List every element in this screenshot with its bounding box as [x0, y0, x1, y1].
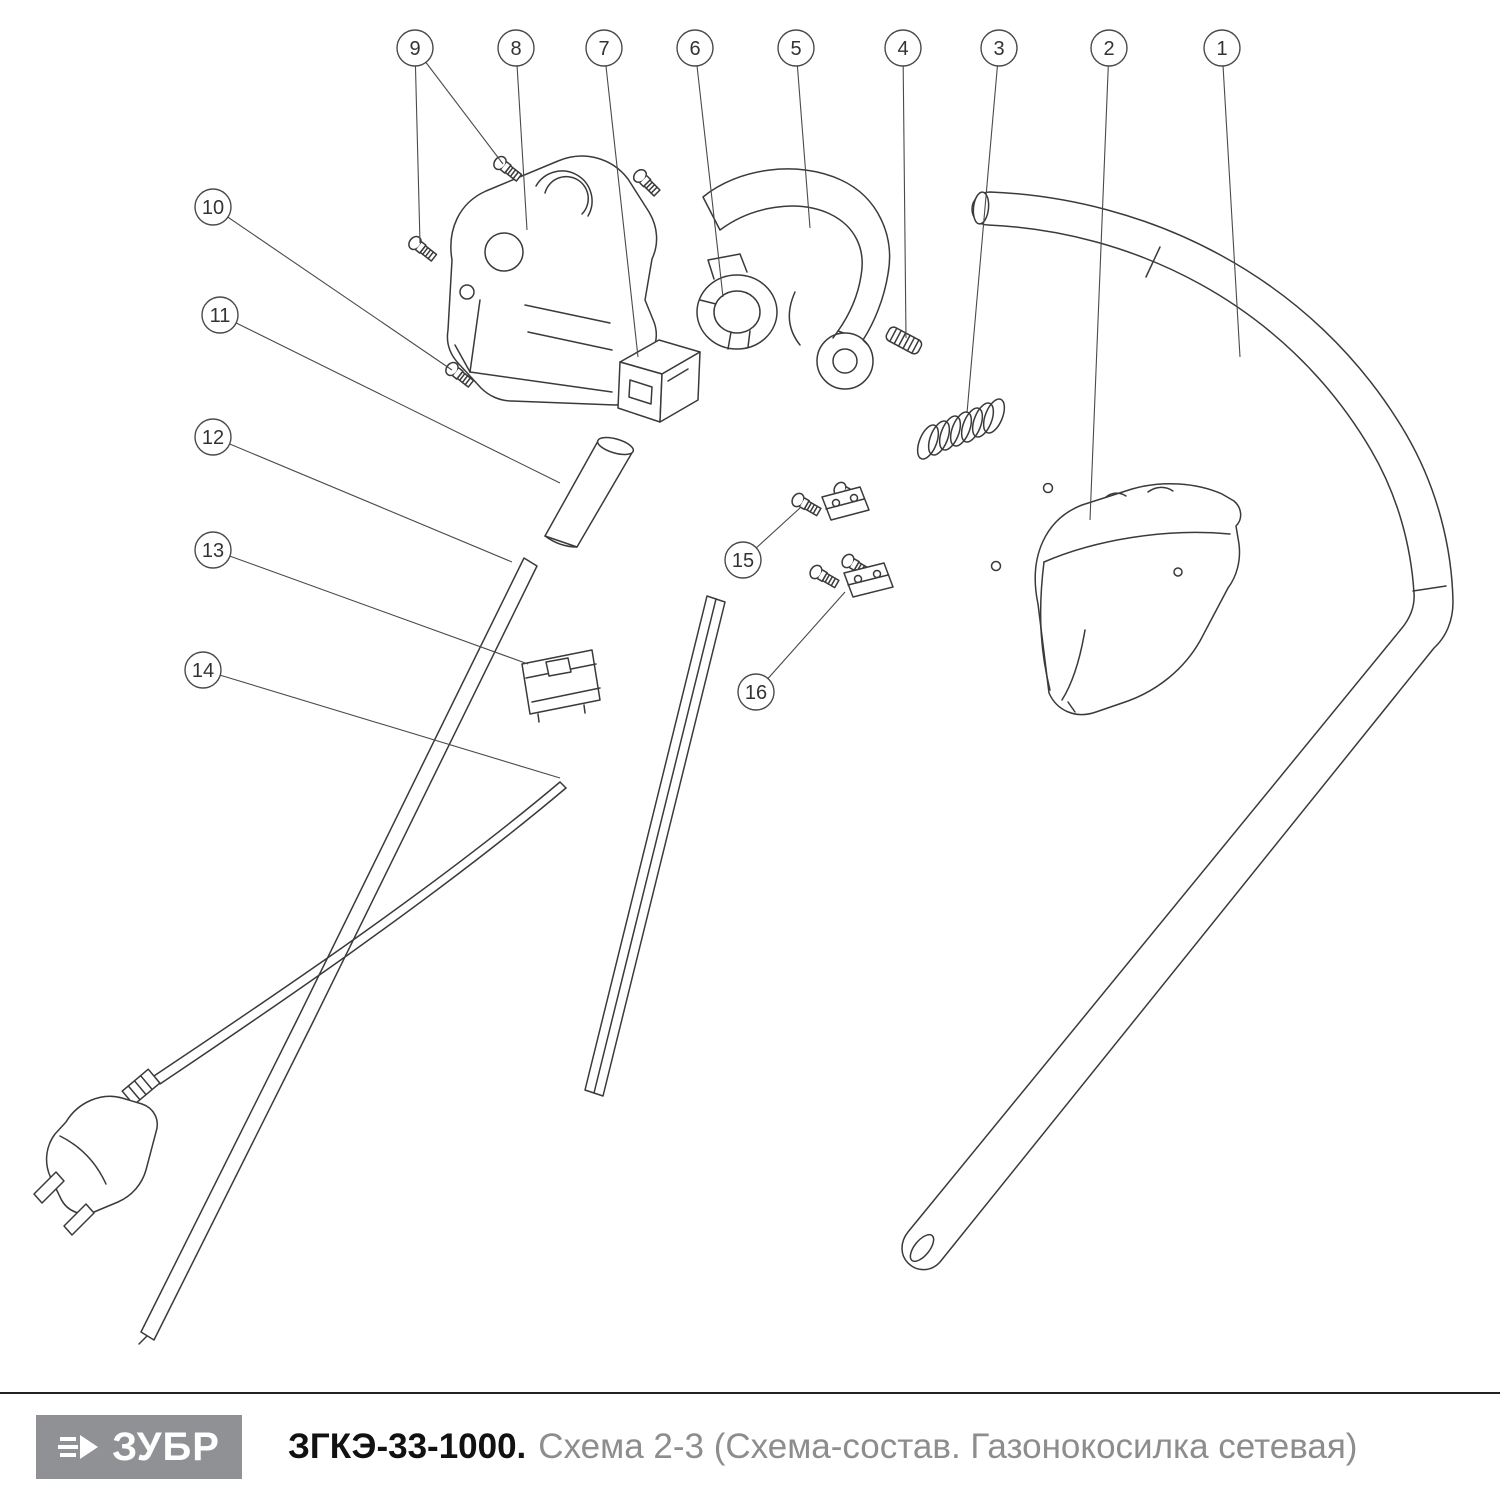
leader-line-10: [212, 206, 453, 371]
part-cable-clamp: [696, 253, 778, 350]
callout-15: 15: [724, 541, 762, 579]
parts-layer: [33, 153, 1454, 1345]
callout-number-11: 11: [210, 305, 231, 327]
callout-number-5: 5: [790, 38, 801, 60]
brand-name: ЗУБР: [112, 1425, 220, 1469]
callout-number-2: 2: [1103, 38, 1114, 60]
zubr-logo: ЗУБР: [36, 1415, 242, 1479]
part-upper-handle: [702, 168, 891, 390]
tube-mounting-holes: [990, 482, 1054, 572]
part-screw: [490, 153, 524, 185]
leader-line-16: [755, 591, 846, 693]
part-spring: [916, 398, 1006, 460]
callout-number-3: 3: [993, 38, 1004, 60]
plug-pin: [33, 1171, 65, 1204]
callout-number-15: 15: [732, 550, 754, 572]
part-switch-housing: [446, 155, 658, 406]
callout-12: 12: [194, 418, 232, 456]
part-cable-clip-b: [806, 551, 894, 598]
callout-7: 7: [585, 29, 623, 67]
part-switch-cover: [1034, 482, 1242, 716]
callout-8: 8: [497, 29, 535, 67]
part-handle-tube: [901, 191, 1454, 1271]
leader-line-2: [1089, 47, 1110, 521]
callout-number-10: 10: [202, 197, 224, 219]
part-sleeve: [544, 436, 635, 548]
callout-number-7: 7: [598, 38, 609, 60]
callout-circle-1: [1203, 29, 1241, 67]
callout-number-13: 13: [202, 540, 224, 562]
callout-number-6: 6: [689, 38, 700, 60]
callout-number-14: 14: [192, 660, 214, 682]
callout-16: 16: [737, 673, 775, 711]
caption-subtitle: Схема 2-3 (Схема-состав. Газонокосилка с…: [538, 1427, 1358, 1466]
callout-circle-2: [1090, 29, 1128, 67]
callout-circle-14: [184, 651, 222, 689]
callout-circle-3: [980, 29, 1018, 67]
leader-line-3: [966, 47, 1000, 414]
callout-number-1: 1: [1216, 38, 1227, 60]
part-middle-handle-rod: [584, 595, 726, 1097]
callout-9: 9: [396, 29, 434, 67]
leader-line-14: [202, 669, 561, 779]
callout-circle-15: [724, 541, 762, 579]
leader-line-7: [603, 47, 639, 358]
callout-circle-8: [497, 29, 535, 67]
callout-14: 14: [184, 651, 222, 689]
leader-line-6: [694, 47, 724, 298]
part-switch-block: [617, 339, 701, 423]
callout-2: 2: [1090, 29, 1128, 67]
leader-line-12: [212, 436, 513, 563]
leader-line-9: [414, 47, 504, 165]
plug-pin: [63, 1203, 95, 1236]
leader-line-4: [902, 47, 907, 339]
leader-line-8: [515, 47, 528, 231]
leader-line-13: [212, 549, 529, 665]
callout-circle-12: [194, 418, 232, 456]
callout-number-8: 8: [510, 38, 521, 60]
callout-4: 4: [884, 29, 922, 67]
callout-circle-4: [884, 29, 922, 67]
callout-circle-7: [585, 29, 623, 67]
callout-10: 10: [194, 188, 232, 226]
leader-line-11: [219, 314, 561, 484]
part-adjust-screw: [885, 326, 923, 355]
part-power-plug: [45, 1095, 158, 1215]
callout-circle-11: [201, 296, 239, 334]
callout-5: 5: [777, 29, 815, 67]
part-power-cord: [33, 781, 567, 1236]
callout-circle-13: [194, 531, 232, 569]
callout-circle-6: [676, 29, 714, 67]
model-number: ЗГКЭ-33-1000.: [288, 1427, 527, 1466]
callout-circle-9: [396, 29, 434, 67]
callout-6: 6: [676, 29, 714, 67]
leader-line-1: [1221, 47, 1241, 358]
callout-11: 11: [201, 296, 239, 334]
callout-circle-5: [777, 29, 815, 67]
callout-1: 1: [1203, 29, 1241, 67]
callout-13: 13: [194, 531, 232, 569]
diagram-caption: ЗГКЭ-33-1000. Схема 2-3 (Схема-состав. Га…: [288, 1427, 1357, 1467]
callout-number-12: 12: [202, 427, 224, 449]
part-cable-clip-a: [788, 479, 870, 521]
callout-number-16: 16: [745, 682, 767, 704]
leader-line-5: [795, 47, 811, 229]
callout-number-4: 4: [897, 38, 908, 60]
leader-line-9: [414, 47, 421, 244]
part-screw: [405, 233, 439, 265]
callout-number-9: 9: [409, 38, 420, 60]
callout-circle-16: [737, 673, 775, 711]
footer: ЗУБР ЗГКЭ-33-1000. Схема 2-3 (Схема-соста…: [0, 1392, 1500, 1500]
part-cable-connector: [521, 649, 601, 723]
callout-3: 3: [980, 29, 1018, 67]
callout-circle-10: [194, 188, 232, 226]
zubr-logo-icon: [58, 1435, 99, 1459]
